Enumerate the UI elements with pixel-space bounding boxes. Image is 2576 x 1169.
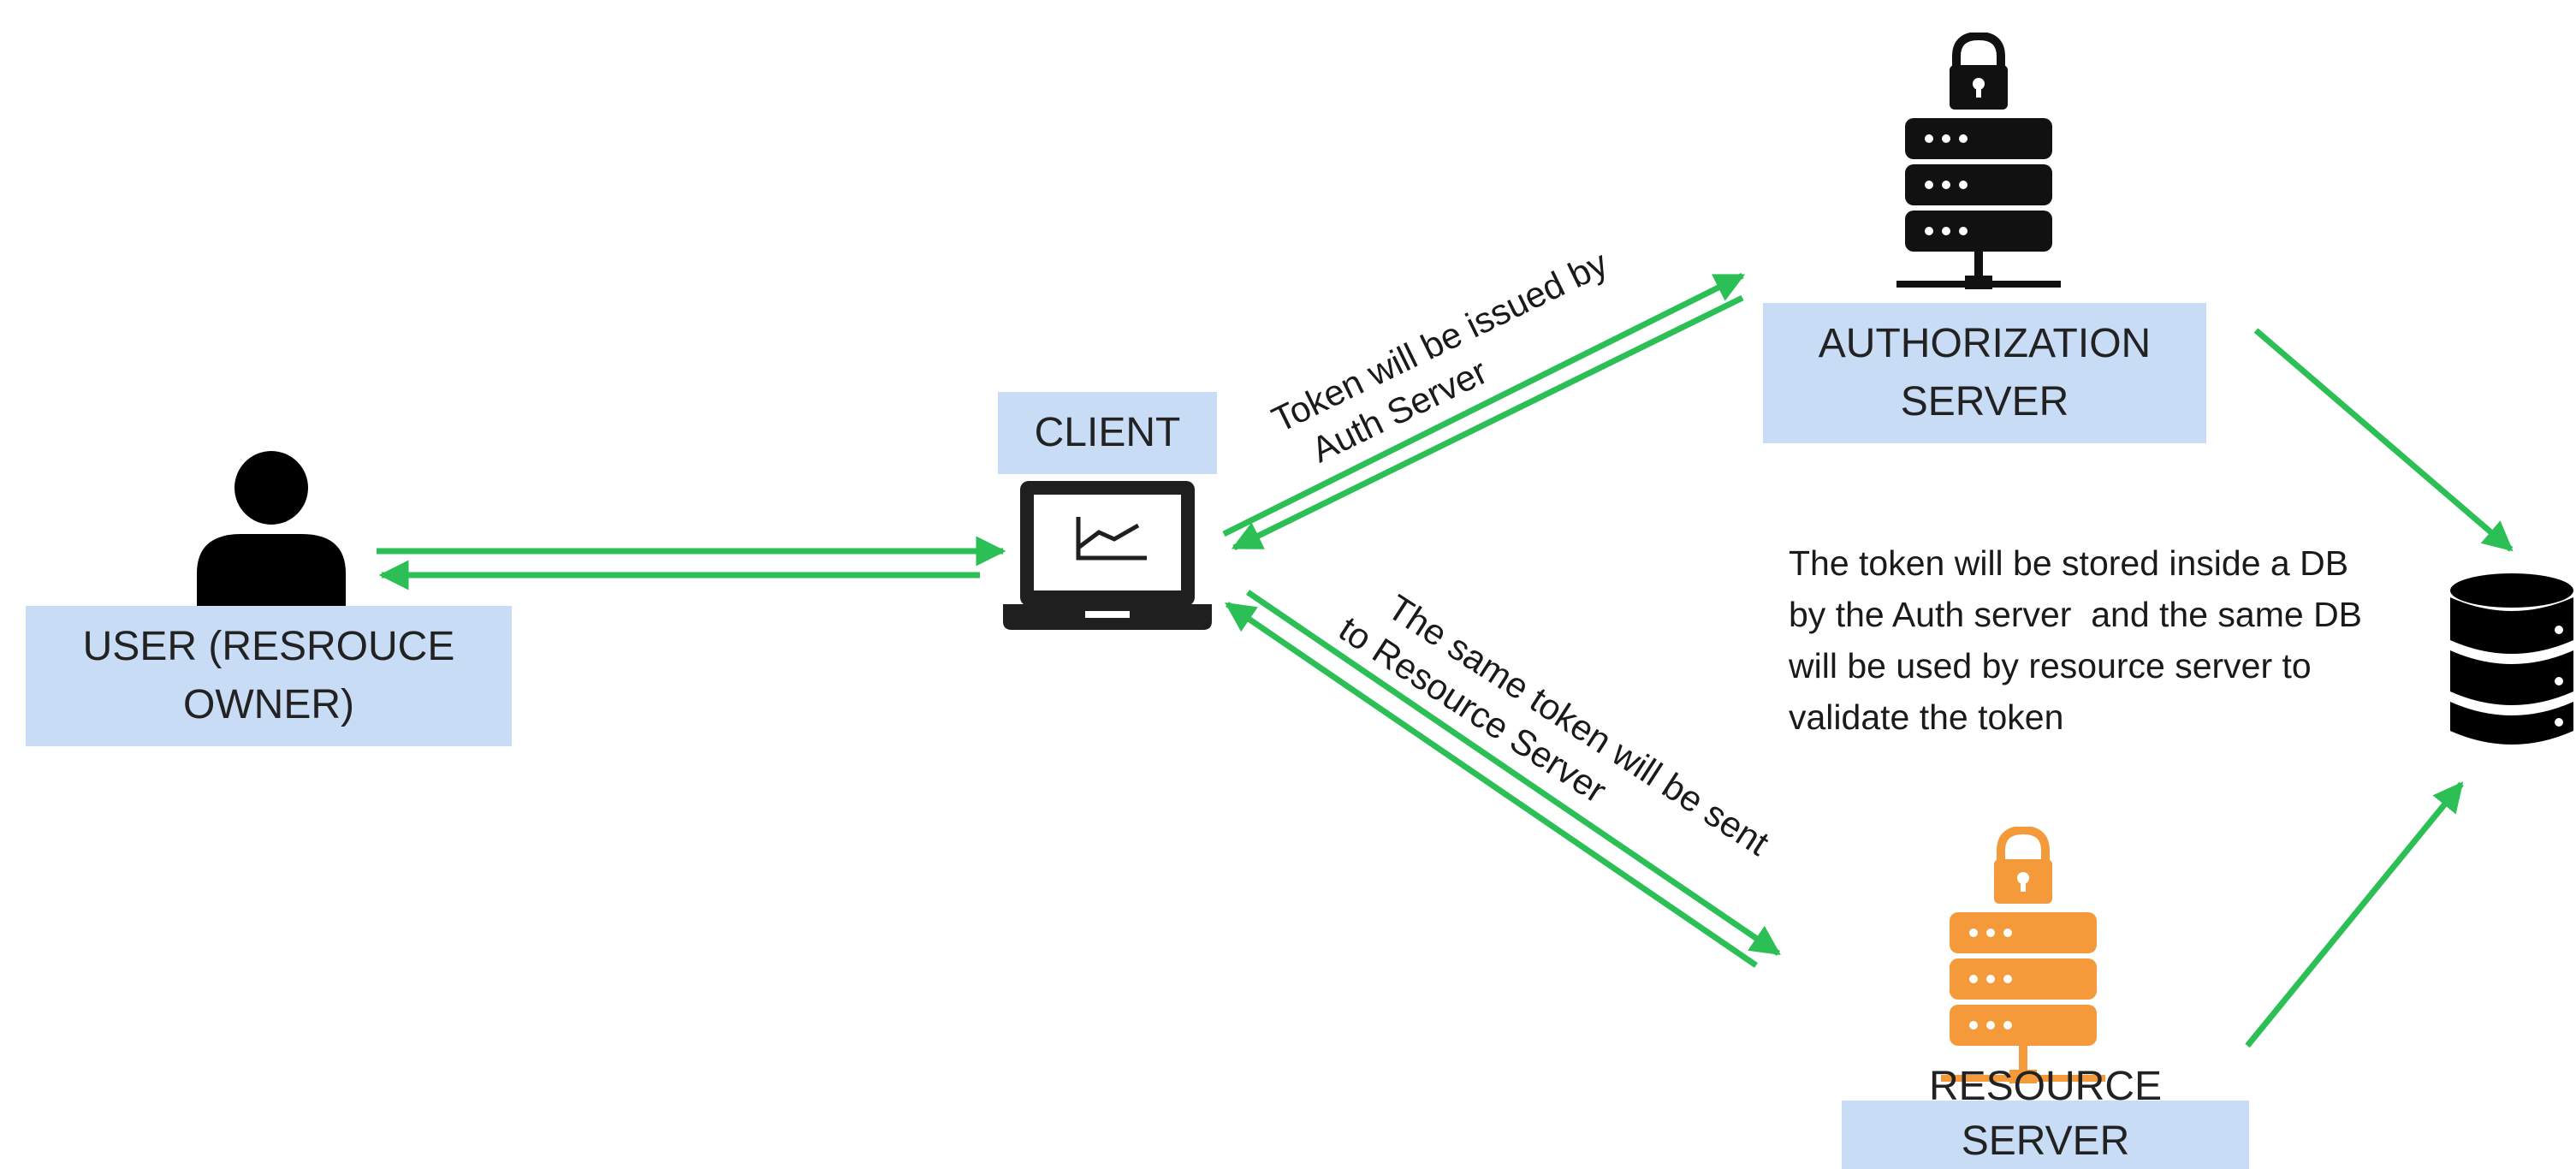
auth-server-label-line1: AUTHORIZATION <box>1818 321 2152 366</box>
client-label: CLIENT <box>998 392 1217 474</box>
auth-server-label: AUTHORIZATION SERVER <box>1763 303 2206 443</box>
arrow-auth-to-db <box>2253 328 2514 552</box>
db-note-line4: validate the token <box>1789 697 2064 737</box>
db-note-line3: will be used by resource server to <box>1789 646 2312 685</box>
user-label-line1: USER (RESROUCE <box>82 624 455 669</box>
auth-server-label-line2: SERVER <box>1900 379 2069 424</box>
db-note-line2: by the Auth server and the same DB <box>1789 595 2363 634</box>
arrow-resource-to-client <box>1225 602 1758 968</box>
locked-server-icon <box>1896 33 2061 289</box>
laptop-chart-icon <box>1003 481 1212 630</box>
user-label: USER (RESROUCE OWNER) <box>26 606 512 746</box>
person-icon <box>197 451 346 608</box>
user-label-line2: OWNER) <box>183 682 354 727</box>
arrow-client-to-auth <box>1222 272 1746 537</box>
locked-server-icon <box>1941 827 2105 1083</box>
db-note-line1: The token will be stored inside a DB <box>1789 543 2349 583</box>
db-note: The token will be stored inside a DB by … <box>1789 537 2422 743</box>
database-icon <box>2450 573 2573 745</box>
arrow-client-to-resource <box>1246 590 1781 956</box>
client-label-text: CLIENT <box>1034 410 1181 455</box>
arrow-auth-to-client <box>1231 294 1744 551</box>
resource-server-label-text: RESOURCE SERVER <box>1928 1064 2163 1164</box>
arrow-resource-to-db <box>2245 781 2464 1048</box>
resource-server-label: RESOURCE SERVER <box>1842 1064 2249 1169</box>
